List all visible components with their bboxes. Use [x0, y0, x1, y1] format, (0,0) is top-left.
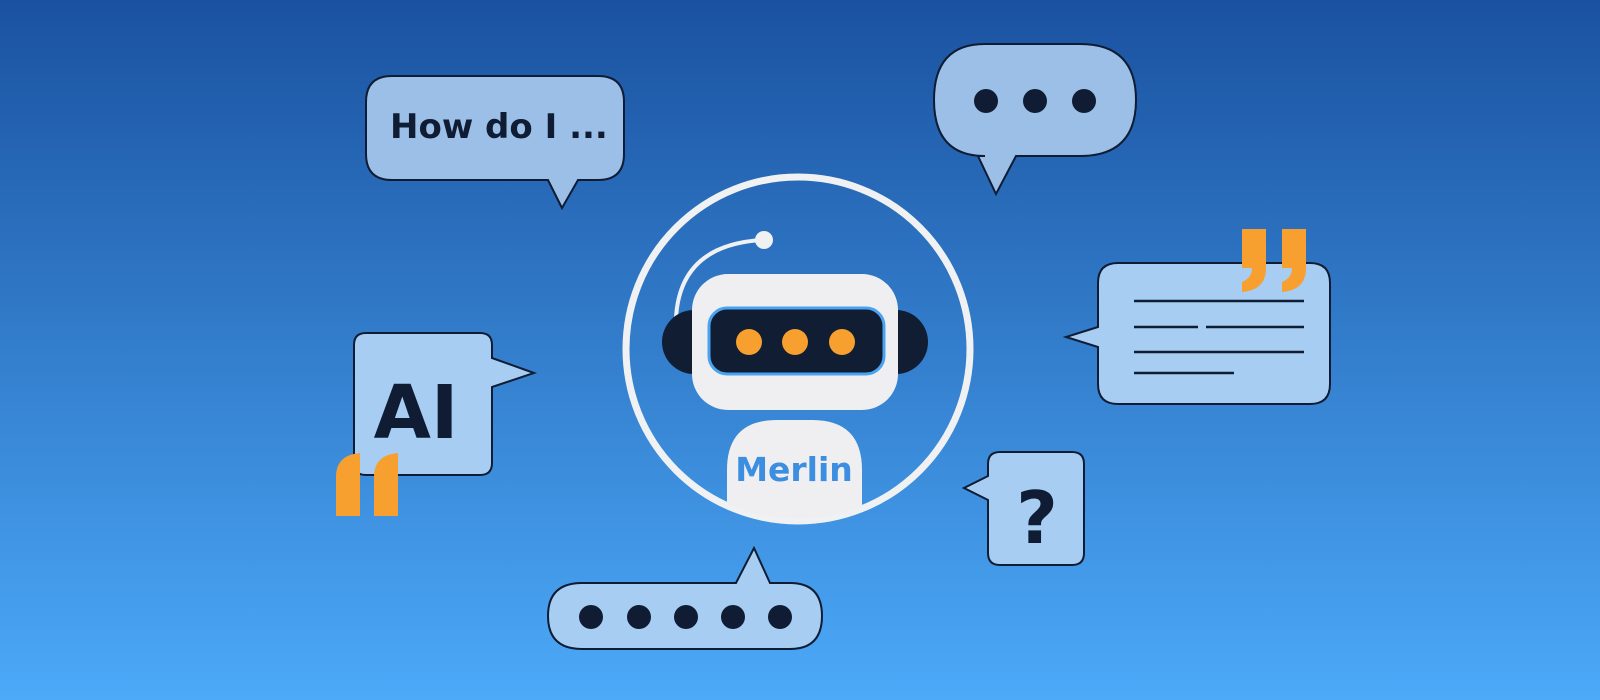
text-lines-icon [1134, 299, 1304, 375]
question-text: How do I ... [390, 107, 608, 147]
typing-dots-icon [579, 605, 792, 629]
help-symbol: ? [1016, 476, 1058, 560]
typing-bubble-top [932, 43, 1138, 197]
ai-bubble: AI [336, 332, 538, 516]
avatar-ring [622, 173, 974, 525]
typing-bubble-bottom [546, 545, 824, 650]
quote-close-icon [1242, 229, 1306, 292]
ai-text: AI [374, 370, 459, 456]
quote-open-icon [336, 453, 398, 516]
typing-dots-icon [974, 89, 1096, 113]
robot-avatar: Merlin [622, 173, 974, 525]
text-lines-bubble [1062, 229, 1331, 405]
question-bubble: How do I ... [365, 75, 625, 211]
robot-body [727, 420, 862, 519]
help-bubble: ? [961, 451, 1085, 566]
antenna-icon [674, 231, 773, 319]
robot-name: Merlin [735, 450, 853, 489]
robot-eyes-icon [736, 329, 855, 355]
